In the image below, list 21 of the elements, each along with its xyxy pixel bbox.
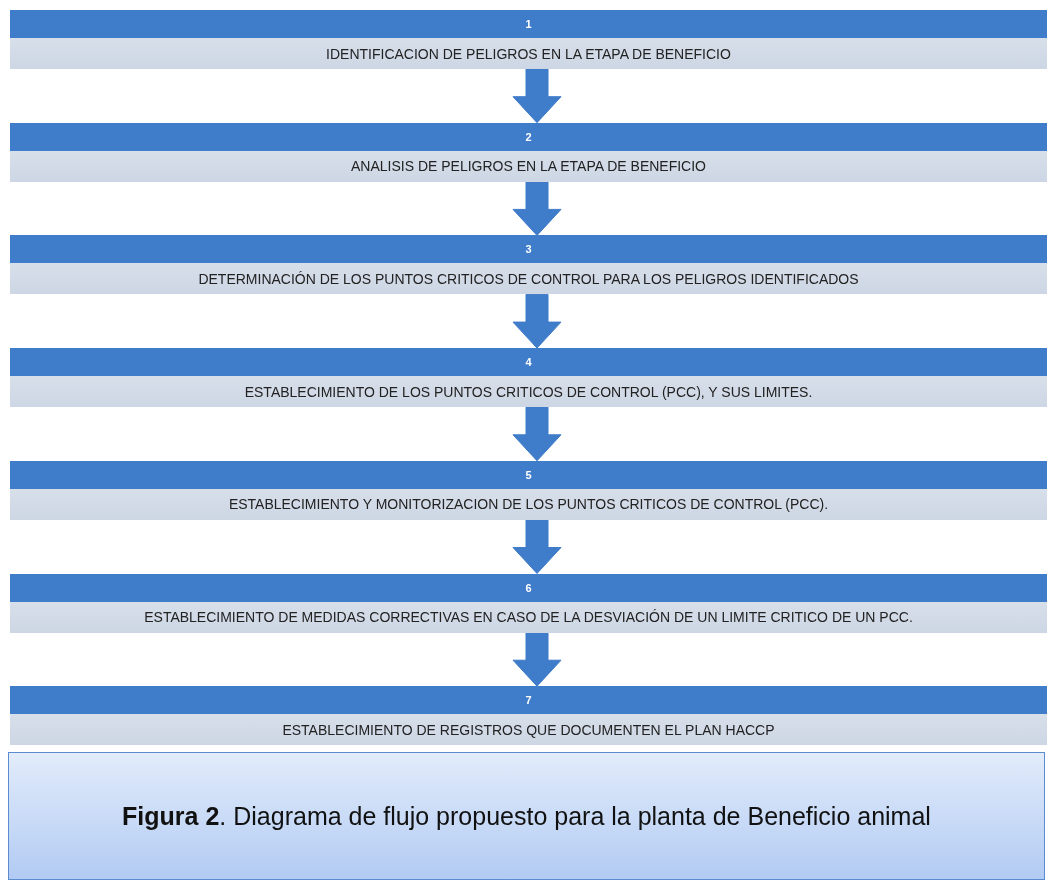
step-description-band: ESTABLECIMIENTO DE LOS PUNTOS CRITICOS DE CONTROL (PCC), Y SUS LIMITES.: [10, 376, 1047, 408]
step-description-band: ANALISIS DE PELIGROS EN LA ETAPA DE BENEFICIO: [10, 150, 1047, 182]
step-number-band: 1: [10, 10, 1047, 38]
step-number-band: 7: [10, 686, 1047, 715]
step-number-band: 3: [10, 235, 1047, 264]
step-number-band: 2: [10, 122, 1047, 151]
step-description-band: ESTABLECIMIENTO DE MEDIDAS CORRECTIVAS EN CASO DE LA DESVIACIÓN DE UN LIMITE CRITICO DE UN PCC.: [10, 601, 1047, 633]
block-arrow: [512, 181, 562, 236]
step-number-band: 5: [10, 460, 1047, 489]
block-arrow: [512, 632, 562, 687]
step-description-band: DETERMINACIÓN DE LOS PUNTOS CRITICOS DE CONTROL PARA LOS PELIGROS IDENTIFICADOS: [10, 263, 1047, 295]
step-description-band: ESTABLECIMIENTO Y MONITORIZACION DE LOS PUNTOS CRITICOS DE CONTROL (PCC).: [10, 488, 1047, 520]
step-number-band: 4: [10, 348, 1047, 377]
block-arrow: [512, 293, 562, 349]
block-arrow: [512, 406, 562, 462]
step-description-band: ESTABLECIMIENTO DE REGISTROS QUE DOCUMENTEN EL PLAN HACCP: [10, 714, 1047, 746]
step-number-band: 6: [10, 573, 1047, 602]
step-description-band: IDENTIFICACION DE PELIGROS EN LA ETAPA DE BENEFICIO: [10, 38, 1047, 69]
figure-caption: Figura 2. Diagrama de flujo propuesto para la planta de Beneficio animal: [8, 752, 1045, 880]
block-arrow: [512, 68, 562, 124]
block-arrow: [512, 519, 562, 574]
